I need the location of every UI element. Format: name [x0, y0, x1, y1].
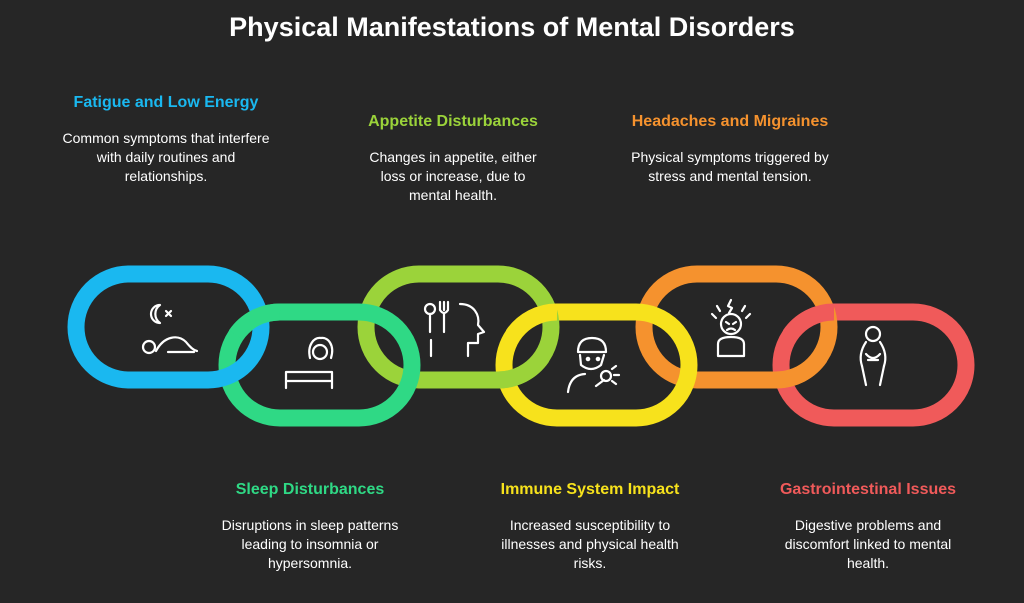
sleep-desc: Disruptions in sleep patterns leading to…	[221, 517, 399, 571]
chain-link-appetite	[357, 265, 560, 389]
immune-title: Immune System Impact	[500, 481, 680, 498]
chain-link-sleep	[218, 303, 421, 427]
diagram-title: Physical Manifestations of Mental Disord…	[229, 12, 795, 42]
person-in-bed-icon	[284, 336, 334, 390]
sick-person-icon	[566, 336, 621, 394]
sleep-title: Sleep Disturbances	[235, 481, 385, 498]
sleep-block: Sleep Disturbances Disruptions in sleep …	[208, 479, 412, 573]
fatigue-block: Fatigue and Low Energy Common symptoms t…	[60, 92, 272, 186]
appetite-desc: Changes in appetite, either loss or incr…	[369, 149, 537, 203]
appetite-title: Appetite Disturbances	[368, 113, 538, 130]
gastro-desc: Digestive problems and discomfort linked…	[784, 517, 952, 571]
headaches-title: Headaches and Migraines	[631, 113, 829, 130]
headaches-block: Headaches and Migraines Physical symptom…	[630, 111, 830, 186]
headaches-desc: Physical symptoms triggered by stress an…	[631, 149, 829, 184]
link-overlap-headaches	[775, 351, 828, 389]
sleeping-person-icon	[141, 303, 199, 355]
gastro-block: Gastrointestinal Issues Digestive proble…	[770, 479, 966, 573]
appetite-block: Appetite Disturbances Changes in appetit…	[358, 111, 548, 205]
link-overlap-appetite	[497, 351, 550, 389]
chain-link-gastro	[772, 303, 975, 427]
chain-link-headaches	[635, 265, 838, 389]
gastro-title: Gastrointestinal Issues	[779, 481, 957, 498]
headache-icon	[710, 298, 752, 358]
chain-link-immune	[495, 303, 698, 427]
link-overlap-sleep	[228, 303, 281, 341]
immune-desc: Increased susceptibility to illnesses an…	[501, 517, 679, 571]
link-overlap-gastro	[782, 303, 835, 341]
fatigue-desc: Common symptoms that interfere with dail…	[62, 130, 270, 184]
stomach-ache-icon	[859, 325, 887, 387]
chain-link-fatigue	[67, 265, 270, 389]
link-overlap-immune	[505, 303, 558, 341]
fatigue-title: Fatigue and Low Energy	[73, 94, 259, 111]
fork-and-head-icon	[423, 300, 486, 358]
immune-block: Immune System Impact Increased susceptib…	[495, 479, 685, 573]
